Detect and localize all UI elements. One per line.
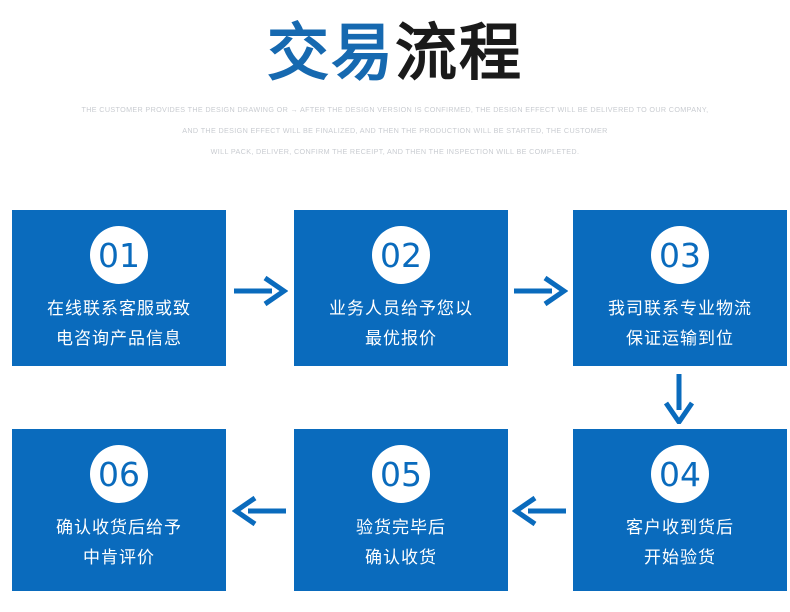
step-number-04: 04 — [659, 454, 701, 494]
step-text-01: 在线联系客服或致 电咨询产品信息 — [47, 294, 191, 354]
step-number-06: 06 — [98, 454, 140, 494]
step-text-06-line1: 确认收货后给予 — [56, 518, 182, 538]
subtitle-line-3: WILL PACK, DELIVER, CONFIRM THE RECEIPT,… — [210, 147, 580, 157]
step-text-02: 业务人员给予您以 最优报价 — [329, 294, 473, 354]
step-text-06: 确认收货后给予 中肯评价 — [56, 513, 182, 573]
step-text-05: 验货完毕后 确认收货 — [356, 513, 446, 573]
step-card-02: 02 业务人员给予您以 最优报价 — [294, 210, 508, 366]
step-text-03: 我司联系专业物流 保证运输到位 — [608, 294, 752, 354]
step-number-badge-04: 04 — [651, 445, 709, 503]
step-card-03: 03 我司联系专业物流 保证运输到位 — [573, 210, 787, 366]
step-text-06-line2: 中肯评价 — [83, 548, 155, 568]
step-text-01-line2: 电咨询产品信息 — [56, 329, 182, 349]
step-text-05-line2: 确认收货 — [365, 548, 437, 568]
step-number-badge-02: 02 — [372, 226, 430, 284]
step-number-badge-03: 03 — [651, 226, 709, 284]
step-number-02: 02 — [380, 235, 422, 275]
header: 交易流程 THE CUSTOMER PROVIDES THE DESIGN DR… — [0, 0, 790, 162]
arrow-right-icon — [512, 274, 569, 308]
subtitle-line-2: AND THE DESIGN EFFECT WILL BE FINALIZED,… — [182, 126, 608, 136]
step-number-01: 01 — [98, 235, 140, 275]
subtitle-block: THE CUSTOMER PROVIDES THE DESIGN DRAWING… — [0, 99, 790, 162]
step-text-05-line1: 验货完毕后 — [356, 518, 446, 538]
step-card-06: 06 确认收货后给予 中肯评价 — [12, 429, 226, 591]
page-title: 交易流程 — [0, 0, 790, 85]
step-text-03-line2: 保证运输到位 — [626, 329, 734, 349]
page-title-secondary: 流程 — [395, 16, 524, 89]
step-text-02-line2: 最优报价 — [365, 329, 437, 349]
step-text-02-line1: 业务人员给予您以 — [329, 299, 473, 319]
step-number-badge-06: 06 — [90, 445, 148, 503]
step-number-05: 05 — [380, 454, 422, 494]
step-text-03-line1: 我司联系专业物流 — [608, 299, 752, 319]
step-number-03: 03 — [659, 235, 701, 275]
step-number-badge-01: 01 — [90, 226, 148, 284]
subtitle-line-1: THE CUSTOMER PROVIDES THE DESIGN DRAWING… — [81, 105, 709, 115]
step-card-04: 04 客户收到货后 开始验货 — [573, 429, 787, 591]
page-title-primary: 交易 — [266, 16, 395, 89]
step-text-04-line2: 开始验货 — [644, 548, 716, 568]
arrow-right-icon — [232, 274, 289, 308]
step-text-01-line1: 在线联系客服或致 — [47, 299, 191, 319]
step-number-badge-05: 05 — [372, 445, 430, 503]
step-text-04-line1: 客户收到货后 — [626, 518, 734, 538]
arrow-left-icon — [231, 494, 288, 528]
step-card-05: 05 验货完毕后 确认收货 — [294, 429, 508, 591]
step-text-04: 客户收到货后 开始验货 — [626, 513, 734, 573]
arrow-down-icon — [662, 372, 696, 427]
arrow-left-icon — [511, 494, 568, 528]
step-card-01: 01 在线联系客服或致 电咨询产品信息 — [12, 210, 226, 366]
